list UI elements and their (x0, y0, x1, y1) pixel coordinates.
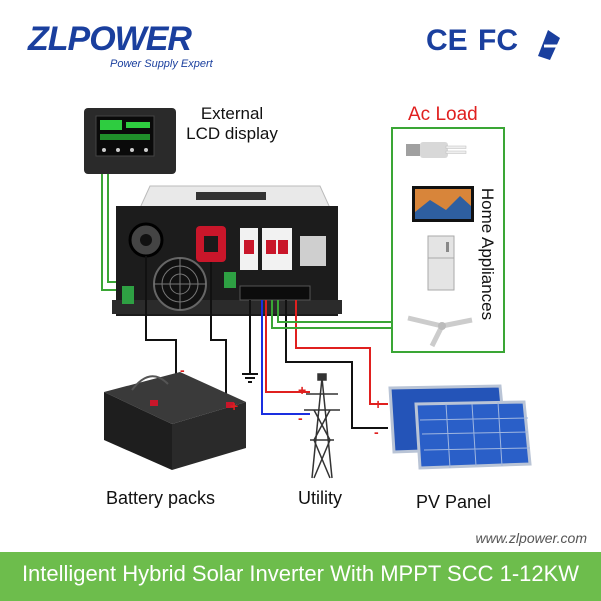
utility-tower (304, 373, 340, 479)
home-appliances-label: Home Appliances (478, 187, 497, 321)
utility-plus-marker: + (298, 382, 307, 398)
ground-symbol (242, 300, 258, 383)
television-icon (412, 186, 474, 222)
external-lcd-label: External LCD display (186, 104, 278, 143)
logo-tagline: Power Supply Expert (110, 58, 213, 70)
ce-mark: CE (426, 24, 468, 57)
pv-panel-label: PV Panel (416, 492, 492, 512)
ceiling-fan-icon (407, 315, 473, 348)
battery-packs (104, 372, 246, 470)
refrigerator-icon (427, 235, 455, 291)
pv-plus-marker: + (374, 396, 383, 412)
website-url[interactable]: www.zlpower.com (475, 530, 587, 546)
pv-panels (388, 384, 532, 470)
pv-wiring (285, 300, 388, 429)
footer-title: Intelligent Hybrid Solar Inverter With M… (21, 561, 580, 586)
cfl-bulb-icon (406, 142, 467, 158)
ac-load-wiring (271, 300, 392, 329)
pv-minus-marker: - (374, 424, 379, 440)
utility-wiring (261, 300, 310, 415)
external-lcd-display (84, 108, 176, 174)
battery-minus-marker: - (180, 362, 185, 378)
rohs-icon (538, 30, 560, 60)
ac-load-label: Ac Load (408, 104, 478, 125)
footer-bar (0, 552, 601, 601)
brand-logo: ZLPOWER Power Supply Expert (18, 14, 218, 72)
battery-packs-label: Battery packs (106, 488, 216, 508)
utility-minus-marker: - (298, 410, 303, 426)
utility-label: Utility (298, 488, 342, 508)
ac-load-box (391, 127, 505, 353)
logo-text: ZLPOWER (28, 20, 192, 58)
battery-plus-marker: + (230, 398, 239, 414)
inverter-unit (112, 185, 342, 316)
fcc-mark: FC (478, 24, 518, 57)
